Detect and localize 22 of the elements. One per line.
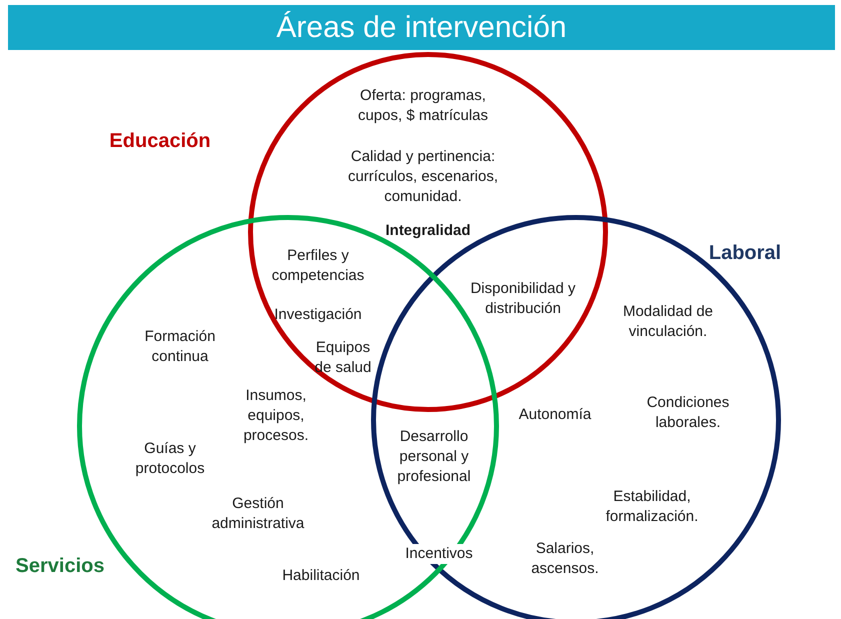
set-heading: Educación xyxy=(109,129,211,154)
area-label: Perfiles y competencias xyxy=(270,246,366,286)
area-label: Oferta: programas, cupos, $ matrículas xyxy=(356,86,490,126)
area-label: Equipos de salud xyxy=(314,338,372,378)
area-label: Guías y protocolos xyxy=(134,439,206,479)
area-label: Salarios, ascensos. xyxy=(530,539,600,579)
area-label: Integralidad xyxy=(384,221,472,241)
set-heading: Servicios xyxy=(16,554,104,579)
area-label: Disponibilidad y distribución xyxy=(469,279,577,319)
area-label: Habilitación xyxy=(281,566,361,586)
area-label: Calidad y pertinencia: currículos, escenarios, comunidad. xyxy=(346,147,500,207)
area-label: Modalidad de vinculación. xyxy=(622,302,714,342)
area-label: Autonomía xyxy=(518,405,592,425)
set-heading: Laboral xyxy=(708,241,782,266)
area-label: Insumos, equipos, procesos. xyxy=(242,386,310,446)
area-label: Estabilidad, formalización. xyxy=(604,487,700,527)
title-bar: Áreas de intervención xyxy=(8,5,835,50)
area-label: Formación continua xyxy=(144,327,216,367)
area-label: Condiciones laborales. xyxy=(646,393,730,433)
area-label: Gestión administrativa xyxy=(210,494,306,534)
area-label: Desarrollo personal y profesional xyxy=(396,427,472,487)
area-label: Investigación xyxy=(273,305,363,325)
